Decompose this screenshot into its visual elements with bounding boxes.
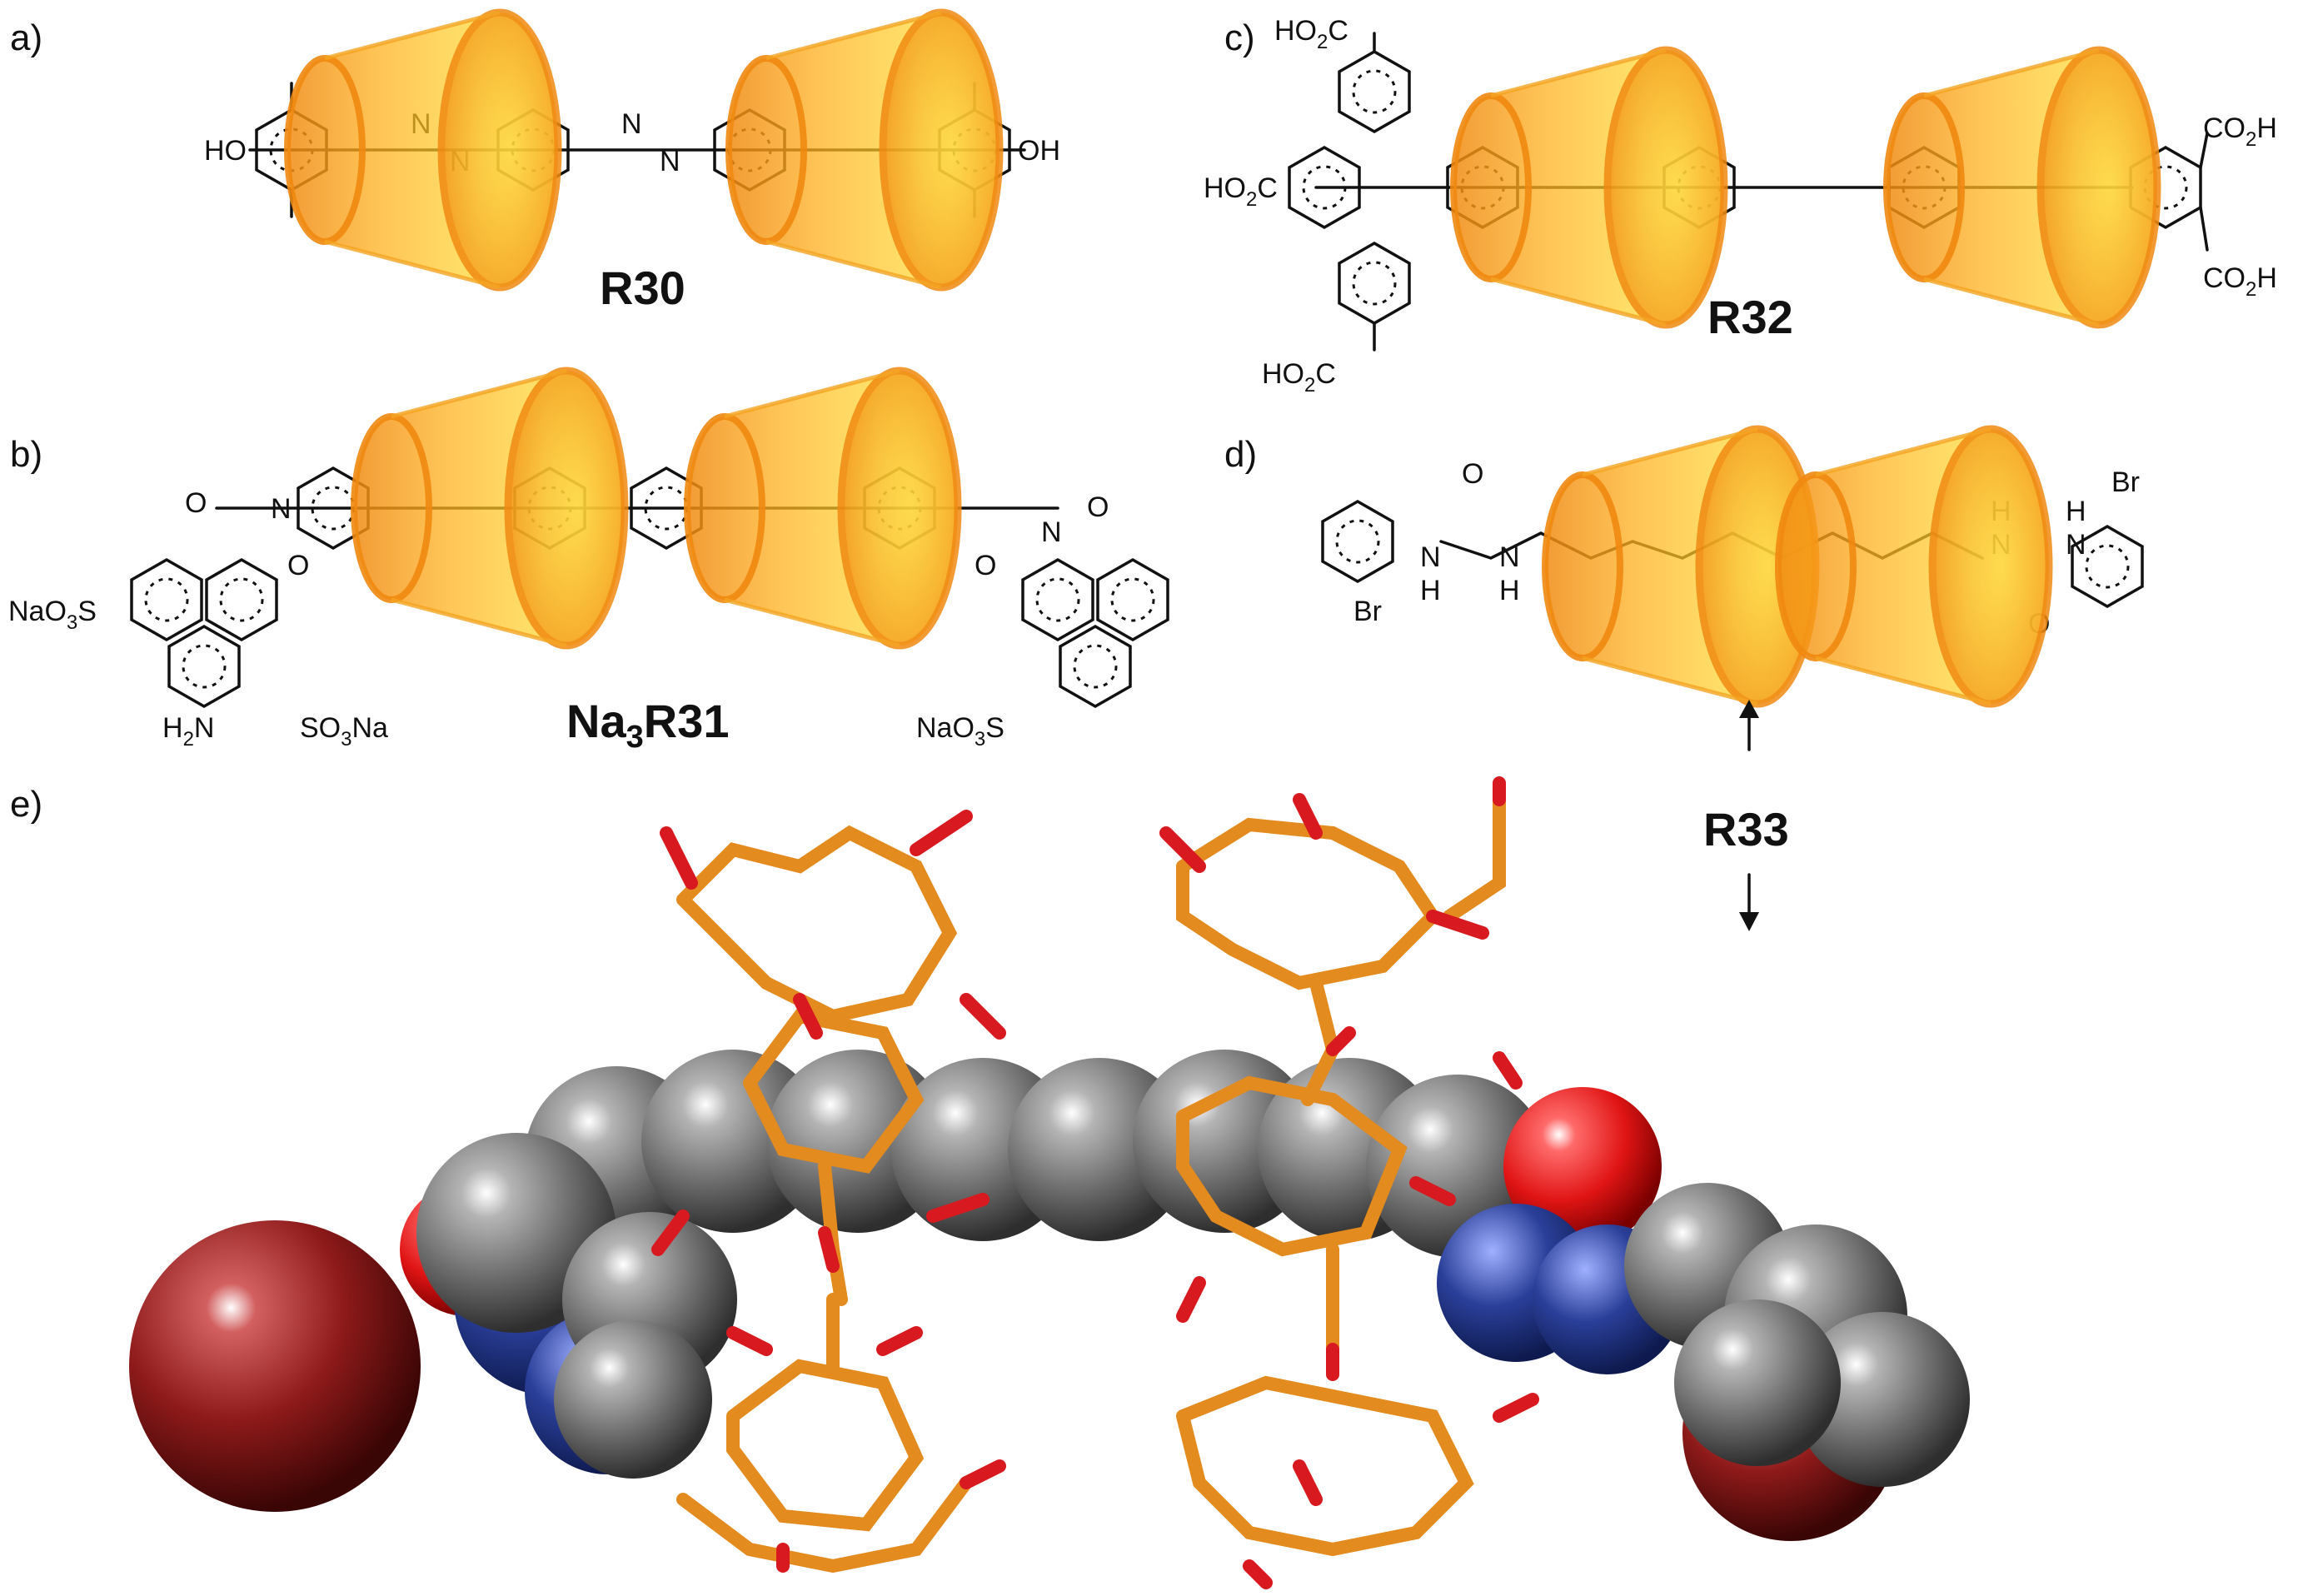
atom-co2h-top: CO2H	[2203, 112, 2277, 151]
atom-so3na: SO3Na	[300, 712, 388, 751]
cyclodextrin-cone-b1	[354, 371, 625, 646]
atom-n-urea-2: N	[1499, 541, 1520, 573]
atom-o-imide-1: O	[185, 487, 207, 519]
stick-cyclodextrin-left	[651, 810, 1006, 1574]
panel-label-a: a)	[10, 17, 42, 58]
atom-nao3s-right: NaO3S	[916, 712, 1004, 751]
compound-label-r33: R33	[1703, 803, 1789, 855]
cyclodextrin-cone-a2	[729, 12, 999, 287]
atom-br-left: Br	[1353, 596, 1382, 627]
atom-n-azo-4: N	[660, 146, 680, 177]
atom-h2n: H2N	[162, 712, 214, 751]
panel-label-e: e)	[10, 784, 42, 825]
atom-h-urea-2: H	[1499, 575, 1520, 606]
atom-h-urea-4: H	[2066, 496, 2086, 527]
cyclodextrin-cone-b2	[687, 371, 958, 646]
scheme-r31: O N O NaO3S H2N SO3Na O N O NaO3S Na3R31	[8, 371, 1169, 755]
atom-h-urea-1: H	[1420, 575, 1441, 606]
atom-ho2c-bottom: HO2C	[1262, 358, 1336, 397]
cyclodextrin-cone-c1	[1453, 50, 1724, 325]
compound-label-r31: Na3R31	[566, 695, 729, 755]
atom-n-imide-2: N	[1041, 516, 1062, 548]
scheme-r33: Br O N H N H H N H N O Br R33	[1321, 429, 2144, 931]
atom-ho2c-top: HO2C	[1274, 15, 1348, 53]
atom-oh-r30: OH	[1018, 135, 1060, 167]
atom-ho2c-middle: HO2C	[1204, 172, 1278, 211]
atom-br-right: Br	[2111, 466, 2140, 498]
compound-label-r30: R30	[600, 262, 685, 314]
scheme-r30: HO OH N N N N R30	[204, 12, 1060, 314]
atom-co2h-bottom: CO2H	[2203, 262, 2277, 301]
scheme-r32: HO2C HO2C HO2C CO2H CO2H R32	[1204, 15, 2277, 397]
atom-o-imide-4: O	[975, 550, 996, 581]
panel-label-b: b)	[10, 434, 42, 475]
cyclodextrin-cone-a1	[287, 12, 558, 287]
atom-n-azo-3: N	[621, 108, 642, 140]
crystal-structure-r33	[129, 776, 1970, 1589]
cyclodextrin-cone-c2	[1887, 50, 2157, 325]
compound-label-r32: R32	[1707, 291, 1793, 343]
atom-n-urea-4: N	[2066, 529, 2086, 561]
atom-nao3s-left: NaO3S	[8, 596, 97, 634]
cyclodextrin-cone-d2	[1778, 429, 2049, 704]
panel-label-c: c)	[1224, 17, 1255, 58]
atom-n-urea-1: N	[1420, 541, 1441, 573]
panel-label-d: d)	[1224, 434, 1257, 475]
atom-ho-r30: HO	[204, 135, 247, 167]
atom-o-imide-3: O	[1087, 491, 1109, 523]
stick-cyclodextrin-right	[1159, 776, 1539, 1589]
atom-o-urea-left: O	[1462, 458, 1483, 490]
atom-o-imide-2: O	[287, 550, 309, 581]
atom-n-imide-1: N	[271, 493, 292, 525]
